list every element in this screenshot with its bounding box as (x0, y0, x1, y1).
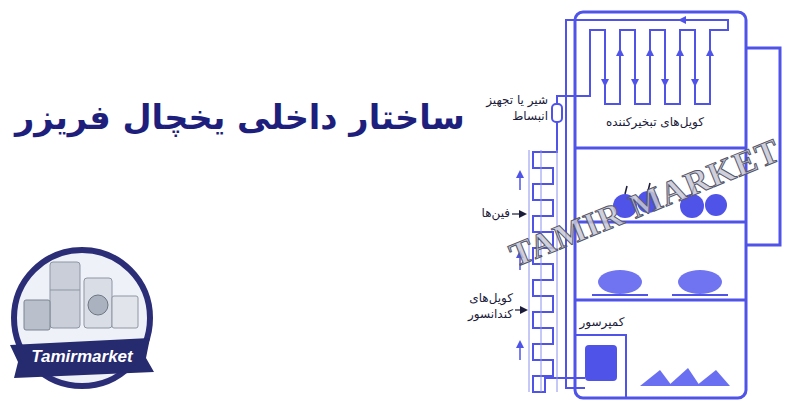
diagram-title: ساختار داخلی یخچال فریزر (15, 96, 465, 140)
part-label: فین‌ها (462, 205, 510, 221)
logo (10, 250, 154, 386)
part-label: شیر یا تجهیز انبساط (458, 92, 548, 124)
logo-text: Tamirmarket (18, 346, 146, 369)
part-label: کویل‌های تبخیرکننده (585, 114, 725, 130)
part-label: کویل‌های کندانسور (453, 290, 513, 322)
part-label: کمپرسور (577, 314, 627, 330)
